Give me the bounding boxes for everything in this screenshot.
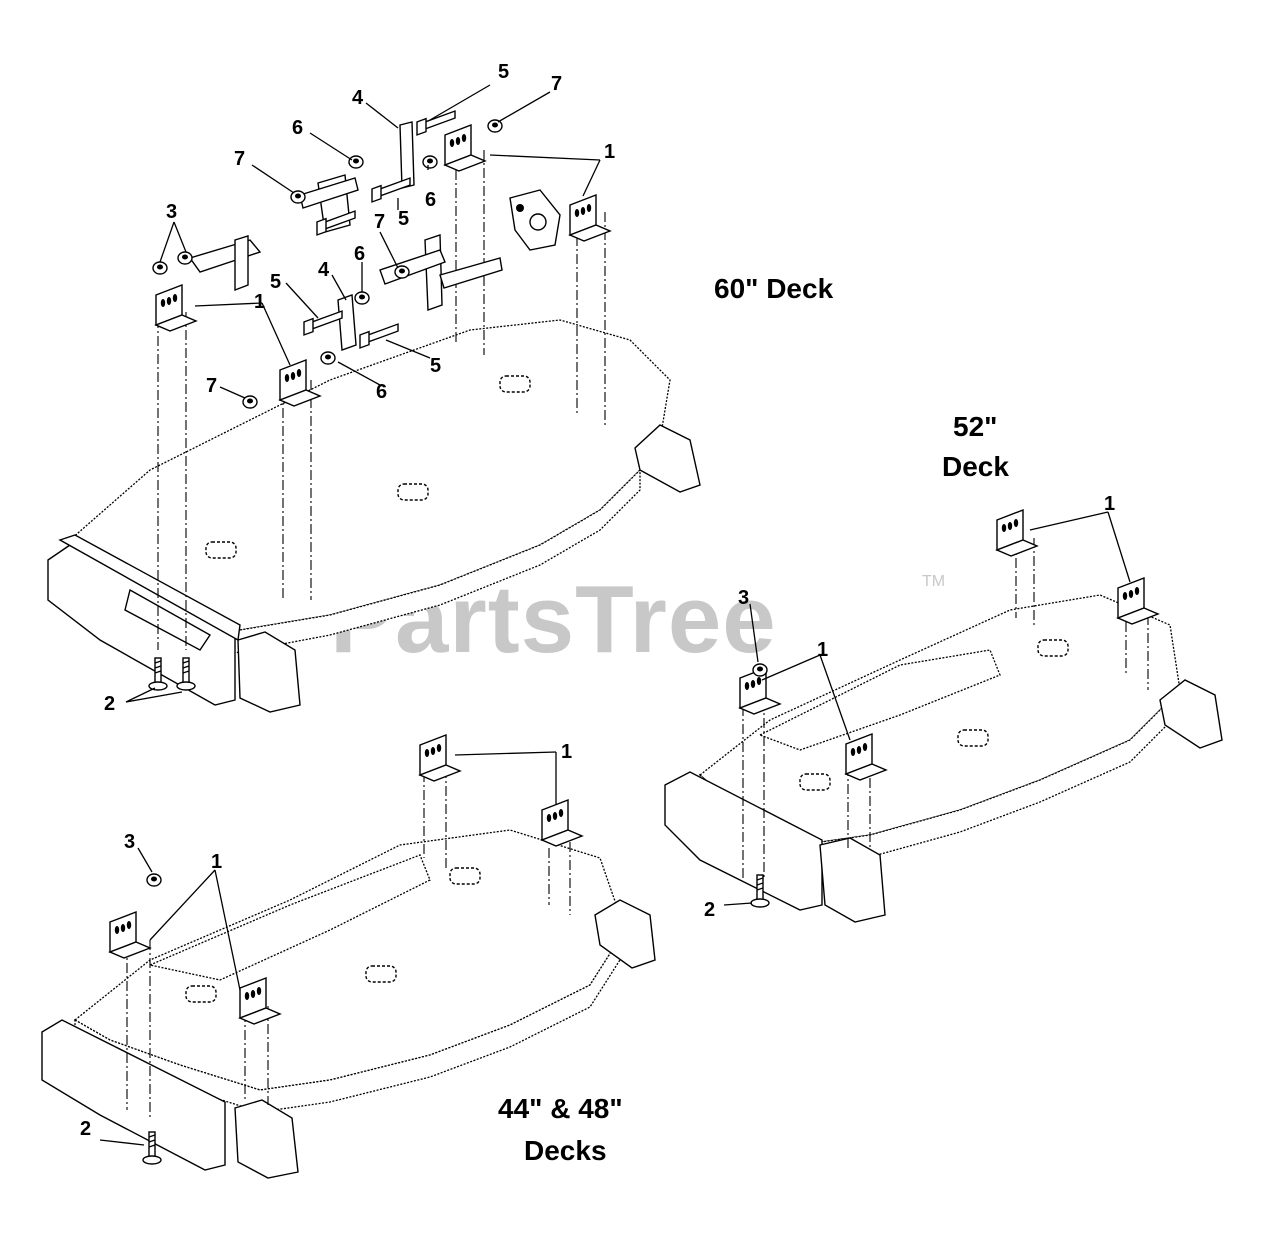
deck-60-bracket-left-rear [155,284,197,332]
callout-60-5a: 5 [498,61,509,83]
deck-60-nut-7d [242,395,258,409]
callout-60-6c: 6 [354,243,365,265]
deck-60-nut-7c [394,265,410,279]
deck-44-48-assembly: 1 3 1 2 44" & 48" Decks [41,734,656,1179]
callout-60-1b: 1 [254,291,265,313]
callout-52-1a: 1 [1104,493,1115,515]
callout-52-3: 3 [738,587,749,609]
deck-52-spindle-holes [799,639,1069,791]
callout-44-2: 2 [80,1118,91,1140]
callout-60-6a: 6 [292,117,303,139]
watermark-trademark: TM [922,573,945,590]
callout-52-2: 2 [704,899,715,921]
callout-60-3: 3 [166,201,177,223]
callout-60-7d: 7 [206,375,217,397]
deck-60-nut-3a [152,261,168,275]
deck-60-bracket-right-rear [444,124,486,172]
deck-60-nut-6b [422,155,438,169]
deck-52-title-line2: Deck [942,451,1009,482]
callout-60-7b: 7 [234,148,245,170]
deck-60-bolt-5b [371,177,411,203]
deck-44-48-leaders [99,751,557,1146]
callout-60-6d: 6 [376,381,387,403]
callout-60-7a: 7 [551,73,562,95]
deck-52-title-line1: 52" [953,411,997,442]
callout-44-1a: 1 [561,741,572,763]
deck-60-nut-6a [348,155,364,169]
deck-44-48-callouts: 1 3 1 2 [80,741,572,1140]
callout-52-1b: 1 [817,639,828,661]
deck-44-48-title-line1: 44" & 48" [498,1093,623,1124]
deck-44-48-bracket-right-rear [419,734,461,782]
deck-44-48-spindle-holes [185,867,481,1003]
callout-44-1b: 1 [211,851,222,873]
deck-60-shell [47,319,701,713]
deck-60-nut-3b [177,251,193,265]
deck-60-assembly: 5 7 4 6 1 7 6 5 3 7 6 4 5 1 5 7 6 2 60" … [47,61,834,715]
deck-60-title: 60" Deck [714,273,834,304]
callout-60-2: 2 [104,693,115,715]
deck-44-48-shell [41,829,656,1179]
deck-60-nut-6d [320,351,336,365]
deck-60-leaders [125,84,601,703]
deck-44-48-bracket-right-front [541,799,583,847]
deck-60-nut-7a [487,119,503,133]
deck-60-centerlines [157,150,606,650]
deck-52-leaders [723,511,1131,906]
deck-60-bolt-5c [416,110,456,136]
deck-44-48-nut-3 [146,873,162,887]
deck-52-assembly: 1 3 1 2 52" Deck [664,411,1223,923]
callout-44-3: 3 [124,831,135,853]
callout-60-5c: 5 [270,271,281,293]
deck-60-callouts: 5 7 4 6 1 7 6 5 3 7 6 4 5 1 5 7 6 2 [104,61,615,715]
deck-60-nut-6c [354,291,370,305]
deck-52-callouts: 1 3 1 2 [704,493,1115,921]
deck-52-bracket-right-rear [996,509,1038,557]
deck-52-nut-3 [752,663,768,677]
deck-44-48-bracket-left-rear [109,911,151,959]
callout-60-6b: 6 [425,189,436,211]
deck-60-bolt-5e [359,323,399,349]
callout-60-5b: 5 [398,208,409,230]
callout-60-5d: 5 [430,355,441,377]
deck-44-48-title-line2: Decks [524,1135,607,1166]
callout-60-4b: 4 [318,259,330,281]
callout-60-4a: 4 [352,87,364,109]
deck-60-spindle-holes [205,375,531,559]
deck-60-bolt-5d [303,310,343,336]
deck-44-48-centerlines [126,768,571,1120]
callout-60-7c: 7 [374,211,385,233]
deck-60-bracket-right-front [569,194,611,242]
callout-60-1a: 1 [604,141,615,163]
